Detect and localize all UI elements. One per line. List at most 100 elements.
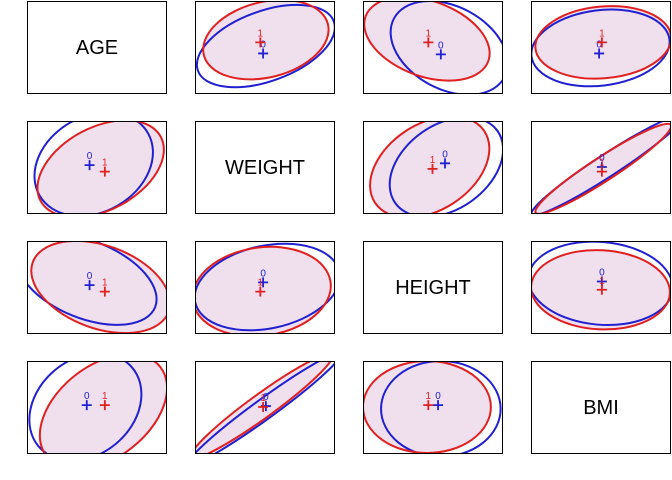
confidence-ellipse-group-0 [196,362,334,453]
group-label: 0 [442,149,448,160]
ellipse-fill [364,2,490,81]
group-1-mean-marker [99,400,110,411]
confidence-ellipse-group-0 [196,3,334,89]
group-0-mean-marker [84,280,95,291]
group-0-mean-marker [433,400,444,411]
group-1-mean-marker [99,286,110,297]
group-1-mean-marker [99,166,110,177]
confidence-ellipse-group-1 [38,362,166,453]
panel-frame [195,1,335,94]
group-1-mean-marker [596,166,607,177]
ellipse-fill [203,2,329,80]
panel-frame [195,361,335,454]
ellipse-panel: 01 [195,1,335,94]
ellipse-panel: 01 [363,121,503,214]
group-0-mean-marker [594,48,605,59]
group-label: 0 [599,153,605,164]
ellipse-panel: 01 [27,121,167,214]
group-label: 1 [430,155,436,166]
group-1-mean-marker [423,37,434,48]
group-label: 1 [102,158,108,169]
confidence-ellipse-group-0 [380,362,502,453]
panel-weight: WEIGHT [195,121,335,214]
variable-label: BMI [583,397,619,419]
confidence-ellipse-group-1 [364,362,492,453]
ellipse-panel: 01 [195,241,335,334]
ellipse-panel: 01 [531,121,671,214]
group-label: 0 [596,39,602,50]
group-label: 0 [87,151,93,162]
group-label: 1 [426,28,432,39]
ellipse-panel: 01 [531,241,671,334]
confidence-ellipse-group-0 [532,242,670,327]
ellipse-panel: 01 [363,361,503,454]
group-label: 1 [102,278,108,289]
panel-frame [531,361,671,454]
confidence-ellipse-group-1 [202,2,330,81]
group-label: 0 [438,40,444,51]
group-0-mean-marker [81,400,92,411]
group-label: 1 [599,158,605,169]
panel-frame [531,1,671,94]
group-1-mean-marker [427,163,438,174]
group-0-mean-marker [84,160,95,171]
ellipse-panel: 01 [195,361,335,454]
group-label: 0 [260,268,266,279]
group-label: 1 [102,391,108,402]
confidence-ellipse-group-1 [30,242,166,333]
panel-height: HEIGHT [363,241,503,334]
group-label: 0 [599,267,605,278]
ellipse-fill [370,122,490,213]
group-label: 0 [263,392,269,403]
panel-frame [531,121,671,214]
variable-label: AGE [76,37,118,59]
panel-frame [531,241,671,334]
ellipse-fill [535,123,670,213]
variable-label: HEIGHT [395,277,471,299]
group-1-mean-marker [255,37,266,48]
panel-frame [195,241,335,334]
group-label: 1 [599,276,605,287]
variable-label: WEIGHT [225,157,305,179]
group-label: 1 [258,28,264,39]
ellipse-panel: 01 [531,1,671,94]
group-label: 1 [599,28,605,39]
ellipse-panel: 01 [363,1,503,94]
confidence-ellipse-group-1 [36,122,165,213]
confidence-ellipse-group-1 [534,122,670,213]
panel-frame [195,121,335,214]
confidence-ellipse-group-1 [364,2,491,82]
panel-frame [27,121,167,214]
ellipse-fill [37,122,164,213]
panel-frame [363,241,503,334]
group-0-mean-marker [435,49,446,60]
confidence-ellipse-group-1 [196,362,334,453]
group-0-mean-marker [258,277,269,288]
panel-frame [363,361,503,454]
confidence-ellipse-group-0 [532,8,670,88]
confidence-ellipse-group-1 [534,5,670,80]
ellipse-fill [39,362,166,453]
group-label: 0 [87,271,93,282]
group-1-mean-marker [255,286,266,297]
group-label: 0 [435,391,441,402]
group-label: 1 [260,393,266,404]
confidence-ellipse-group-0 [388,122,502,213]
panel-frame [27,361,167,454]
panel-frame [363,121,503,214]
group-1-mean-marker [423,400,434,411]
panel-frame [363,1,503,94]
confidence-ellipse-group-1 [196,245,332,333]
ellipse-panel: 01 [27,241,167,334]
panel-frame [27,241,167,334]
confidence-ellipse-group-0 [389,2,502,93]
group-1-mean-marker [258,402,269,412]
confidence-ellipse-group-1 [532,249,670,331]
group-label: 0 [84,391,90,402]
group-label: 0 [260,39,266,50]
panel-age: AGE [27,1,167,94]
group-1-mean-marker [596,284,607,295]
panel-frame [27,1,167,94]
